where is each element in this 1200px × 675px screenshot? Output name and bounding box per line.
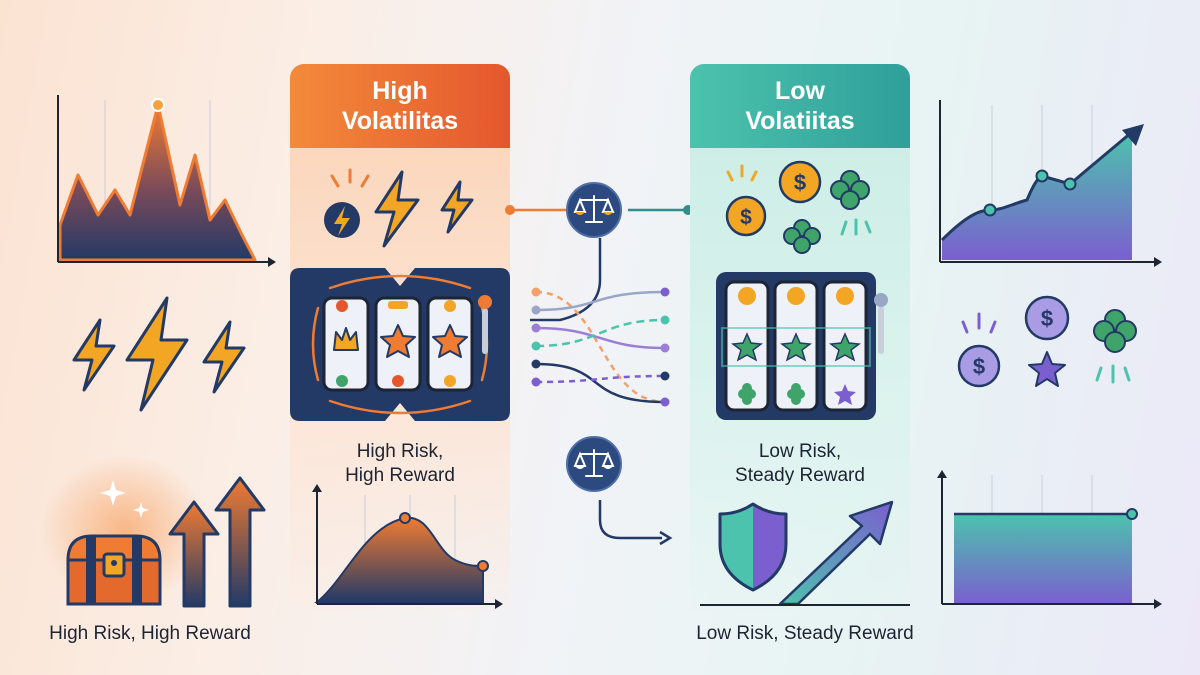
svg-text:$: $: [1041, 306, 1053, 331]
low-title-line1: Low: [775, 77, 825, 105]
lightning-icon: [72, 318, 116, 392]
low-volatility-steady-chart: [937, 470, 1162, 609]
slot-machine-icon[interactable]: [290, 268, 510, 421]
low-caption-line1: Low Risk,: [758, 441, 842, 462]
coins-and-clovers-icons: $ $: [725, 160, 872, 254]
high-caption-line1: High Risk,: [356, 441, 444, 462]
arrow-up-icon: [778, 500, 894, 606]
sparkle-icon: [133, 502, 149, 518]
arrow-up-icon: [168, 500, 220, 608]
lightning-burst-icons: [324, 168, 474, 248]
treasure-chest-icon: [66, 534, 162, 606]
high-volatility-bell-chart: [312, 484, 503, 609]
svg-text:$: $: [740, 206, 752, 229]
coins-star-clover-icons: $ $: [957, 295, 1137, 388]
lightning-icon: [202, 320, 246, 394]
low-caption-line2: Steady Reward: [735, 465, 865, 486]
high-panel-title: High Volatilitas: [290, 64, 510, 148]
right-caption: Low Risk, Steady Reward: [696, 623, 914, 644]
low-baseline: [700, 604, 910, 606]
low-volatility-trend-chart: [939, 100, 1162, 267]
slot-machine-icon[interactable]: [716, 272, 896, 420]
sparkle-icon: [100, 480, 126, 506]
arrow-up-icon: [214, 476, 266, 608]
high-panel-caption: High Risk, High Reward: [290, 440, 510, 488]
comparison-connectors: [505, 205, 693, 546]
high-caption-line2: High Reward: [345, 465, 455, 486]
shield-icon: [718, 502, 788, 592]
svg-text:$: $: [794, 170, 806, 195]
low-title-line2: Volatiitas: [745, 107, 855, 135]
high-title-line1: High: [372, 77, 428, 105]
svg-text:$: $: [973, 354, 985, 379]
balance-scale-icon[interactable]: [566, 436, 622, 492]
lightning-icon: [125, 296, 189, 412]
high-title-line2: Volatilitas: [341, 107, 459, 135]
low-panel-title: Low Volatiitas: [690, 64, 910, 148]
low-panel-caption: Low Risk, Steady Reward: [690, 440, 910, 488]
left-caption: High Risk, High Reward: [49, 623, 251, 644]
balance-scale-icon[interactable]: [566, 182, 622, 238]
high-volatility-spiky-chart: [57, 95, 276, 267]
